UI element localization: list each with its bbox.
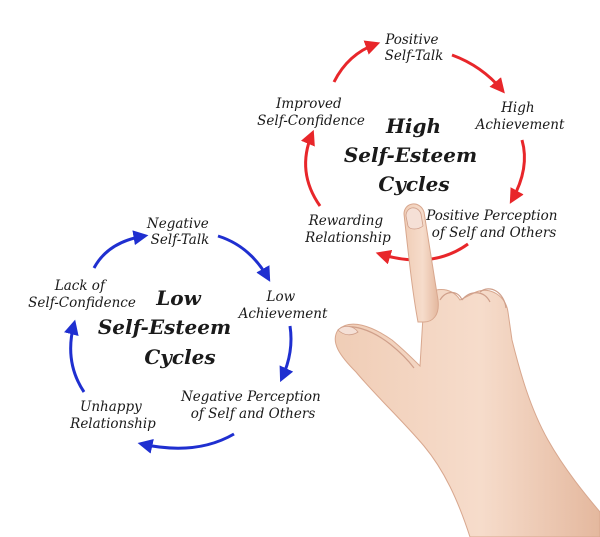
hand-palm [334, 289, 600, 537]
low-cycle: Low Self-Esteem Cycles Negative Self-Tal… [28, 216, 328, 454]
high-node-improved-self-confidence: Improved Self-Confidence [257, 96, 365, 129]
low-arrow-4 [64, 319, 86, 393]
high-arrow-1 [451, 53, 505, 94]
high-arrow-5 [332, 40, 381, 83]
low-node-3-line-2: of Self and Others [191, 406, 316, 422]
hand-index-finger [403, 203, 439, 323]
high-arrow-2 [509, 139, 526, 204]
low-node-5-line-2: Self-Confidence [28, 295, 136, 311]
low-arrow-2 [279, 325, 294, 383]
low-node-low-achievement: Low Achievement [237, 289, 328, 322]
low-title-line-2: Self-Esteem [98, 315, 231, 339]
high-arrow-4 [301, 129, 322, 207]
high-node-3-line-2: of Self and Others [432, 225, 557, 241]
high-node-positive-perception: Positive Perception of Self and Others [425, 208, 562, 241]
low-node-2-line-2: Achievement [237, 306, 328, 322]
high-node-2-line-2: Achievement [474, 117, 565, 133]
high-title-line-2: Self-Esteem [344, 143, 477, 167]
high-node-1-line-1: Positive [384, 32, 438, 48]
low-node-4-line-1: Unhappy [80, 399, 142, 415]
high-node-3-line-1: Positive Perception [425, 208, 557, 224]
low-node-3-line-1: Negative Perception [180, 389, 321, 405]
low-node-negative-self-talk: Negative Self-Talk [146, 216, 213, 248]
high-cycle-title: High Self-Esteem Cycles [344, 114, 484, 196]
high-node-5-line-2: Self-Confidence [257, 113, 365, 129]
low-node-5-line-1: Lack of [54, 278, 107, 294]
high-cycle: High Self-Esteem Cycles Positive Self-Ta… [257, 32, 565, 265]
low-arrow-3 [137, 432, 235, 454]
high-node-rewarding-relationship: Rewarding Relationship [304, 213, 391, 246]
low-node-1-line-1: Negative [146, 216, 209, 232]
high-node-positive-self-talk: Positive Self-Talk [384, 32, 443, 64]
high-node-4-line-2: Relationship [304, 230, 391, 246]
low-node-negative-perception: Negative Perception of Self and Others [180, 389, 325, 422]
low-title-line-3: Cycles [144, 345, 215, 369]
hand-fingernail [405, 207, 424, 230]
low-node-2-line-1: Low [266, 289, 296, 305]
hand-knuckles [439, 288, 507, 309]
low-node-lack-of-self-confidence: Lack of Self-Confidence [28, 278, 136, 311]
hand-thumbnail [337, 326, 359, 336]
high-title-line-1: High [385, 114, 441, 138]
high-node-1-line-2: Self-Talk [385, 48, 444, 64]
low-arrow-1 [217, 234, 271, 282]
low-title-line-1: Low [155, 286, 201, 310]
pointing-hand-icon [334, 203, 600, 537]
low-cycle-arrows [64, 230, 294, 454]
low-node-1-line-2: Self-Talk [151, 232, 210, 248]
high-title-line-3: Cycles [378, 172, 449, 196]
high-node-5-line-1: Improved [275, 96, 342, 112]
high-node-high-achievement: High Achievement [474, 100, 565, 133]
low-cycle-title: Low Self-Esteem Cycles [98, 286, 238, 369]
high-node-4-line-1: Rewarding [308, 213, 384, 229]
high-node-2-line-1: High [500, 100, 534, 116]
low-node-unhappy-relationship: Unhappy Relationship [69, 399, 156, 432]
low-arrow-5 [92, 230, 149, 269]
low-node-4-line-2: Relationship [69, 416, 156, 432]
